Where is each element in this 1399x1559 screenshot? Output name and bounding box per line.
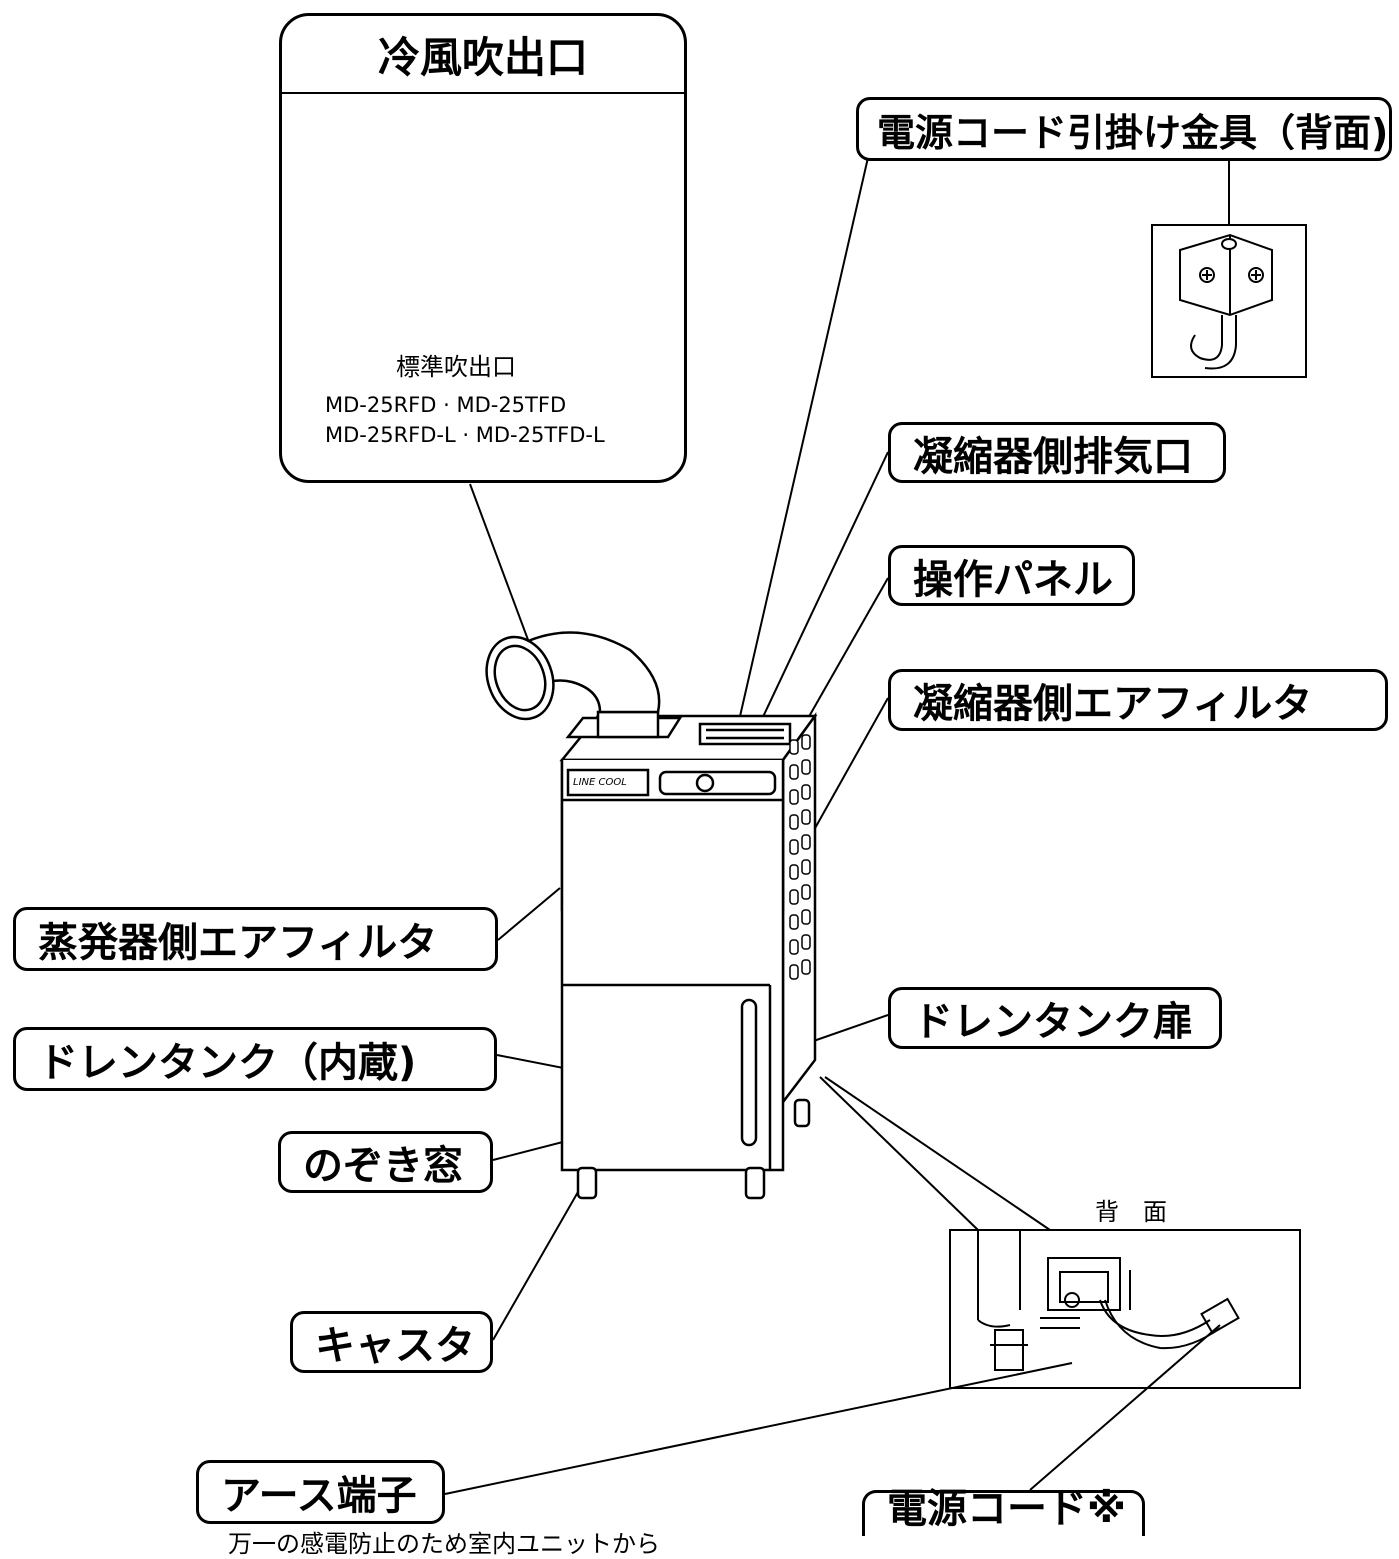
outlet-models-line1: MD-25RFD · MD-25TFD [325, 393, 567, 417]
label-cord-hook: 電源コード引掛け金具（背面) [856, 97, 1392, 161]
label-power-cord: 電源コード※ [862, 1486, 1145, 1536]
label-condenser-filter: 凝縮器側エアフィルタ [888, 669, 1388, 731]
label-drain-tank-door: ドレンタンク扉 [888, 987, 1222, 1049]
leader-earth [444, 1362, 1073, 1495]
label-caster: キャスタ [290, 1311, 493, 1373]
label-evaporator-filter: 蒸発器側エアフィルタ [13, 907, 498, 971]
back-view-title: 背 面 [1095, 1198, 1167, 1226]
leader-power-cord [1029, 1324, 1221, 1491]
leader-caster [492, 1184, 583, 1341]
label-earth-terminal: アース端子 [196, 1460, 445, 1524]
leader-evap-filter [497, 887, 561, 941]
outlet-models-line2: MD-25RFD-L · MD-25TFD-L [325, 423, 605, 447]
label-drain-tank-builtin: ドレンタンク（内蔵) [13, 1027, 497, 1091]
back-view-illustration [949, 1229, 1301, 1389]
footnote: 万一の感電防止のため室内ユニットから [228, 1530, 660, 1558]
outlet-caption: 標準吹出口 [396, 353, 516, 381]
leader-cord-hook [729, 126, 876, 761]
label-control-panel: 操作パネル [888, 545, 1135, 606]
outlet-callout: 冷風吹出口 [279, 13, 687, 483]
unit-body [559, 712, 818, 1200]
leader-exhaust [744, 451, 889, 756]
unit-brand: LINE COOL [573, 777, 627, 788]
leader-back-2 [824, 1076, 1051, 1231]
leader-back-1 [819, 1076, 979, 1231]
cord-hook-detail [1151, 224, 1307, 378]
unit-outlet-pipe [485, 631, 683, 739]
label-condenser-exhaust: 凝縮器側排気口 [888, 422, 1226, 483]
outlet-title: 冷風吹出口 [282, 16, 684, 94]
label-sight-window: のぞき窓 [278, 1131, 493, 1193]
